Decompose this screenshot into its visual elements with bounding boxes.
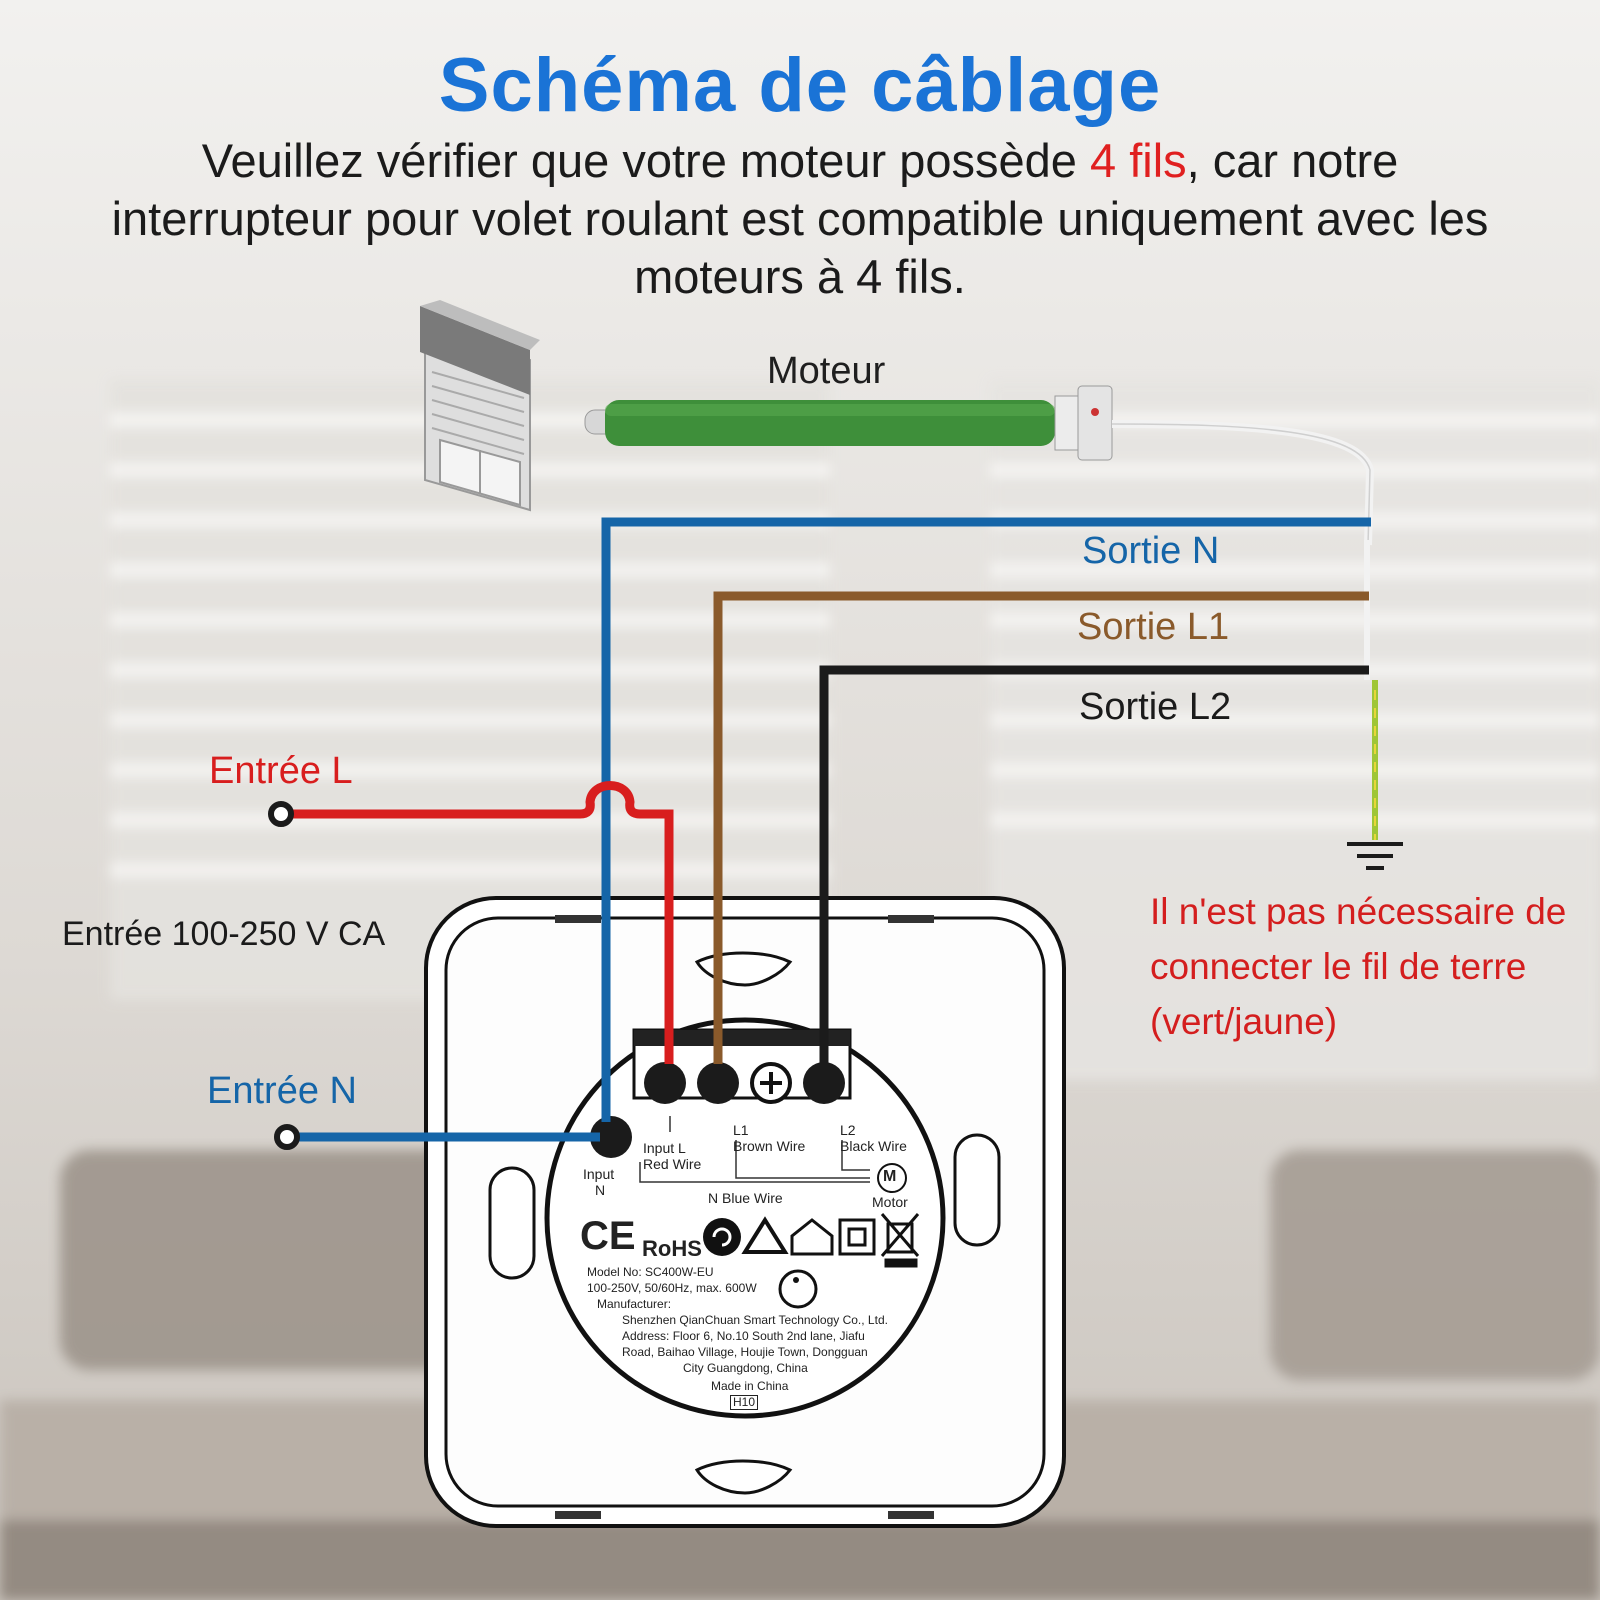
print-rating: 100-250V, 50/60Hz, max. 600W (587, 1281, 757, 1295)
weee-bin-icon (880, 1213, 920, 1268)
subtitle-text-end: , car notre interrupteur pour volet roul… (111, 134, 1489, 303)
recycling-triangle-icon (741, 1216, 789, 1254)
sortie-l2-label: Sortie L2 (1079, 686, 1232, 728)
print-manufacturer-3: Road, Baihao Village, Houjie Town, Dongg… (622, 1345, 868, 1359)
sortie-n-label: Sortie N (1082, 530, 1220, 572)
print-n-blue-wire: N Blue Wire (708, 1190, 783, 1206)
sortie-l1-label: Sortie L1 (1077, 606, 1230, 648)
print-input-l-2: Red Wire (643, 1156, 702, 1172)
print-l2-2: Black Wire (840, 1138, 907, 1154)
terminal-l2 (803, 1062, 845, 1104)
motor-symbol-icon (877, 1163, 907, 1193)
wire-sortie-l2 (819, 665, 1369, 1064)
terminal-input-l (644, 1062, 686, 1104)
print-input-n-1: Input (583, 1166, 615, 1182)
print-manufacturer-label: Manufacturer: (597, 1297, 672, 1311)
subtitle-highlight: 4 fils (1090, 134, 1187, 187)
indoor-use-icon (790, 1218, 834, 1256)
wire-sortie-l1 (713, 591, 1369, 1064)
rohs-mark: RoHS (642, 1236, 702, 1261)
terminal-input-n (590, 1116, 632, 1158)
ground-note: Il n'est pas nécessaire de connecter le … (1150, 891, 1567, 1042)
wire-entree-l (290, 781, 674, 1064)
print-manufacturer-1: Shenzhen QianChuan Smart Technology Co.,… (622, 1313, 888, 1327)
double-insulation-icon (838, 1218, 876, 1256)
page-subtitle: Veuillez vérifier que votre moteur possè… (100, 132, 1500, 306)
print-l2-1: L2 (840, 1122, 856, 1138)
print-motor-symbol: M (883, 1168, 897, 1185)
print-made-in: Made in China (711, 1379, 789, 1393)
motor-label: Moteur (767, 350, 886, 392)
terminal-screw (750, 1062, 792, 1104)
entree-n-label: Entrée N (207, 1070, 357, 1112)
print-motor: Motor (872, 1194, 908, 1210)
wire-sortie-n (601, 517, 1371, 1122)
print-l1-1: L1 (733, 1122, 749, 1138)
print-model: Model No: SC400W-EU (587, 1265, 714, 1279)
tidyman-icon (778, 1269, 818, 1309)
ce-mark: CE (580, 1214, 636, 1258)
print-l1-2: Brown Wire (733, 1138, 806, 1154)
switch-back-plate (424, 896, 1066, 1528)
tubular-motor (584, 385, 1113, 461)
motor-cable (1111, 420, 1375, 546)
ground-icon (1347, 842, 1403, 870)
entree-l-label: Entrée L (209, 750, 353, 792)
recycle-icon (703, 1218, 741, 1256)
print-manufacturer-2: Address: Floor 6, No.10 South 2nd lane, … (622, 1329, 865, 1343)
supply-voltage-label: Entrée 100-250 V CA (62, 915, 386, 953)
print-manufacturer-4: City Guangdong, China (683, 1361, 808, 1375)
subtitle-text: Veuillez vérifier que votre moteur possè… (201, 134, 1090, 187)
terminal-l1 (697, 1062, 739, 1104)
print-input-l-1: Input L (643, 1140, 686, 1156)
roller-shutter-icon (420, 300, 540, 512)
print-code: H10 (730, 1395, 759, 1410)
print-input-n-2: N (595, 1182, 606, 1198)
page-title: Schéma de câblage (438, 43, 1162, 128)
